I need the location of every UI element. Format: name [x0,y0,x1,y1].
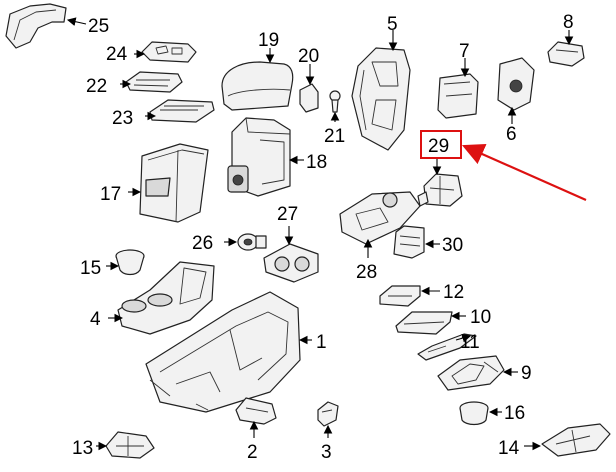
callout-9: 9 [521,363,532,384]
callout-8: 8 [563,12,574,33]
callout-22: 22 [86,76,107,97]
part-28-shifter-base[interactable] [339,191,421,245]
callout-11: 11 [460,332,480,353]
part-16-cup-holder[interactable] [459,401,489,426]
callout-15: 15 [80,258,101,279]
callout-6: 6 [506,124,517,145]
part-24-switch-bezel[interactable] [141,41,197,63]
callout-21: 21 [324,126,345,147]
callout-18: 18 [306,152,327,173]
part-1-console-body[interactable] [145,291,301,413]
part-25-console-side-cover[interactable] [5,3,67,49]
callout-13: 13 [72,438,93,459]
part-6-bracket[interactable] [497,57,535,111]
part-26-power-outlet[interactable] [237,233,267,251]
callout-23: 23 [112,108,133,129]
callout-24: 24 [106,44,128,65]
part-15-cup-liner[interactable] [115,249,145,276]
part-29-switch-module[interactable] [417,173,463,207]
callout-17: 17 [100,184,121,205]
part-21-screw[interactable] [329,90,341,113]
callout-12: 12 [443,282,464,303]
part-5-shifter-bezel[interactable] [351,47,411,151]
part-30-switch[interactable] [393,225,425,259]
part-7-cup-holder-insert[interactable] [437,73,479,119]
part-27-vent-outlet[interactable] [263,243,319,283]
callout-20: 20 [298,46,319,67]
callout-4: 4 [90,309,101,330]
part-14-bracket[interactable] [541,423,611,457]
part-9-shifter-bezel[interactable] [437,355,505,391]
callout-5: 5 [387,14,398,35]
callout-1: 1 [316,332,327,353]
part-10-tray-insert[interactable] [395,311,453,335]
part-8-clip[interactable] [547,41,585,67]
part-17-storage-liner[interactable] [139,143,209,223]
callout-29: 29 [428,136,449,157]
callout-28: 28 [356,262,377,283]
part-2-bracket[interactable] [235,397,277,425]
callout-30: 30 [442,235,463,256]
callout-16: 16 [504,403,525,424]
part-23-tray-mat[interactable] [149,99,215,123]
callout-14: 14 [498,438,520,459]
callout-26: 26 [192,233,213,254]
callout-25: 25 [88,16,109,37]
callout-10: 10 [470,307,491,328]
part-19-armrest-lid[interactable] [221,61,294,111]
callout-27: 27 [277,204,298,225]
part-3-clip[interactable] [317,401,339,427]
part-22-storage-mat[interactable] [125,71,183,93]
part-4-console-trim[interactable] [117,261,215,335]
part-18-storage-bin[interactable] [227,117,291,197]
callout-19: 19 [258,30,279,51]
highlight-arrow [461,143,587,202]
part-12-tray[interactable] [379,285,421,307]
callout-7: 7 [459,41,470,62]
part-13-bracket[interactable] [105,431,155,459]
callout-3: 3 [321,442,332,463]
part-20-hinge-bracket[interactable] [299,83,319,113]
callout-2: 2 [247,442,258,463]
highlight-box-29 [420,130,462,159]
